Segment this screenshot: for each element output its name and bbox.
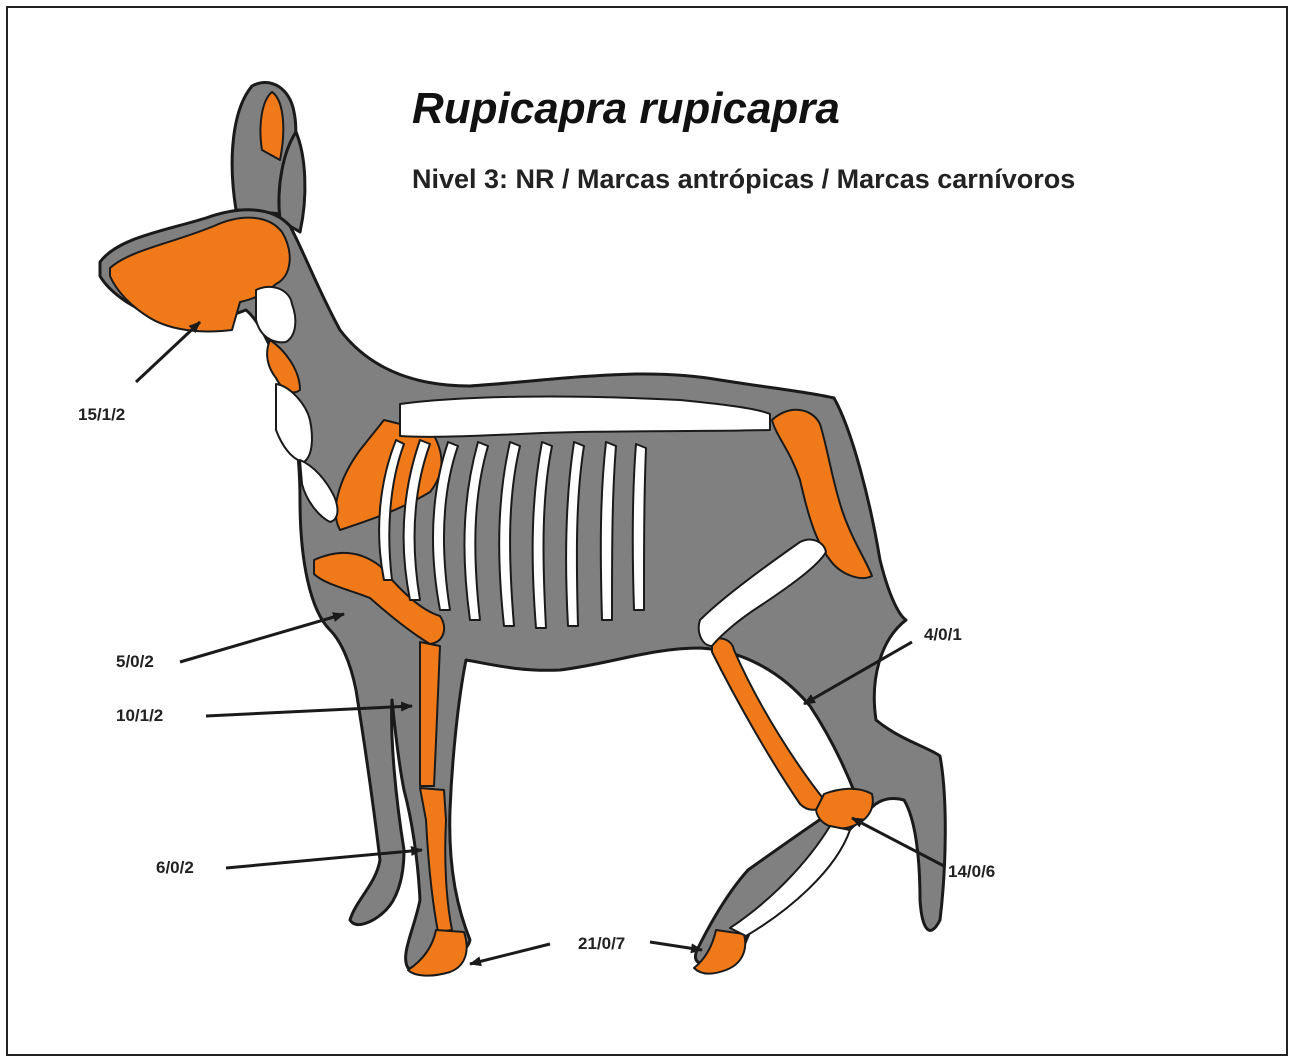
arrow-humerus [180, 614, 344, 662]
label-tarsals: 14/0/6 [948, 862, 995, 882]
label-radius-ulna: 10/1/2 [116, 706, 163, 726]
label-femur: 4/0/1 [924, 625, 962, 645]
label-humerus: 5/0/2 [116, 652, 154, 672]
arrow-phalanges-fore [470, 944, 550, 964]
species-title: Rupicapra rupicapra [412, 84, 840, 134]
label-metacarpal: 6/0/2 [156, 858, 194, 878]
arrow-phalanges-hind [650, 942, 702, 950]
arrow-skull [136, 322, 200, 382]
tarsal-bone [816, 789, 873, 829]
level-subtitle: Nivel 3: NR / Marcas antrópicas / Marcas… [412, 164, 1075, 195]
label-phalanges: 21/0/7 [578, 934, 625, 954]
label-skull: 15/1/2 [78, 405, 125, 425]
